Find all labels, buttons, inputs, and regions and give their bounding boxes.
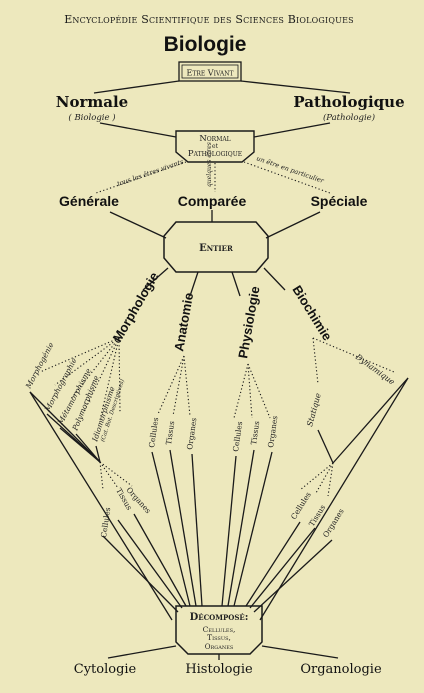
- anatomie-label: Anatomie: [171, 292, 196, 353]
- organologie-label: Organologie: [300, 662, 382, 677]
- decompose-box: Décomposé: Cellules, Tissus, Organes: [175, 605, 263, 655]
- dynamique-label: Dynamique: [353, 352, 397, 387]
- entier-label: Entier: [199, 243, 233, 254]
- comparee-label: Comparée: [178, 193, 247, 209]
- connector-entier-anatomie: [189, 271, 199, 297]
- etre-vivant-label: Etre Vivant: [187, 69, 234, 78]
- anatomie-cellules: Cellules: [147, 417, 160, 449]
- biochimie-fan: [312, 337, 395, 385]
- etre-vivant-box: Etre Vivant: [178, 61, 242, 82]
- morpho-convergence: [29, 391, 101, 463]
- entier-box: Entier: [163, 221, 269, 273]
- morphogenie-label: Morphogénie: [23, 340, 56, 390]
- pathologique-label: Pathologique: [293, 93, 404, 111]
- normal-label: Normal: [199, 134, 230, 144]
- physio-tissus: Tissus: [249, 420, 261, 445]
- connector-entier-biochimie: [263, 267, 286, 291]
- normale-label: Normale: [56, 93, 128, 111]
- page-title: Biologie: [164, 33, 247, 56]
- connector-cytologie: [107, 645, 177, 659]
- physiologie-fan: [233, 363, 271, 419]
- note-all-beings: tous les êtres vivants: [116, 157, 185, 187]
- connector-speciale-entier: [265, 211, 321, 239]
- decompose-organes: Organes: [205, 643, 234, 651]
- pathologique-box-label: Pathologique: [188, 149, 242, 159]
- biochimie-convergence: [317, 377, 409, 464]
- connector-entier-physio: [231, 271, 241, 297]
- decompose-cellules: Cellules,: [203, 625, 236, 634]
- connector-entier-morpho: [142, 267, 169, 291]
- anatomie-fan: [157, 355, 191, 417]
- generale-label: Générale: [59, 193, 119, 209]
- right-lower-fan: [245, 462, 334, 613]
- physio-organes: Organes: [266, 415, 279, 448]
- left-lower-fan: [99, 461, 187, 613]
- morphologie-fan: [39, 337, 121, 421]
- et-label: et: [212, 143, 219, 150]
- histologie-label: Histologie: [185, 662, 253, 677]
- normal-pathologique-box: Normal et Pathologique: [175, 130, 255, 163]
- connector-pathologique: [240, 80, 351, 94]
- connector-normale-down: [99, 122, 177, 138]
- note-some-beings: quelques êtres: [206, 142, 213, 187]
- anatomie-tissus: Tissus: [164, 420, 176, 445]
- connector-organologie: [261, 645, 339, 659]
- speciale-label: Spéciale: [311, 193, 368, 209]
- physio-cellules: Cellules: [231, 421, 244, 453]
- right-cellules: Cellules: [289, 490, 313, 521]
- biochimie-label: Biochimie: [289, 283, 335, 344]
- pathologique-sublabel: (Pathologie): [323, 112, 375, 123]
- connector-patho-down: [253, 122, 331, 138]
- connector-generale-entier: [109, 211, 167, 239]
- note-one-being: un être en particulier: [255, 154, 325, 185]
- central-descent-lines: [29, 377, 409, 621]
- morphologie-label: Morphologie: [110, 269, 162, 344]
- decompose-tissus: Tissus,: [207, 633, 231, 642]
- physiologie-label: Physiologie: [235, 285, 262, 359]
- decompose-title: Décomposé:: [190, 612, 249, 623]
- series-title: Encyclopédie Scientifique des Sciences B…: [64, 13, 354, 26]
- cytologie-label: Cytologie: [74, 662, 137, 677]
- dotted-speciale: [243, 161, 331, 194]
- connector-normale: [93, 80, 180, 94]
- anatomie-organes: Organes: [185, 417, 198, 450]
- left-cellules: Cellules: [99, 507, 112, 539]
- statique-label: Statique: [305, 392, 323, 428]
- normale-sublabel: ( Biologie ): [68, 112, 115, 123]
- dotted-generale: [95, 161, 187, 194]
